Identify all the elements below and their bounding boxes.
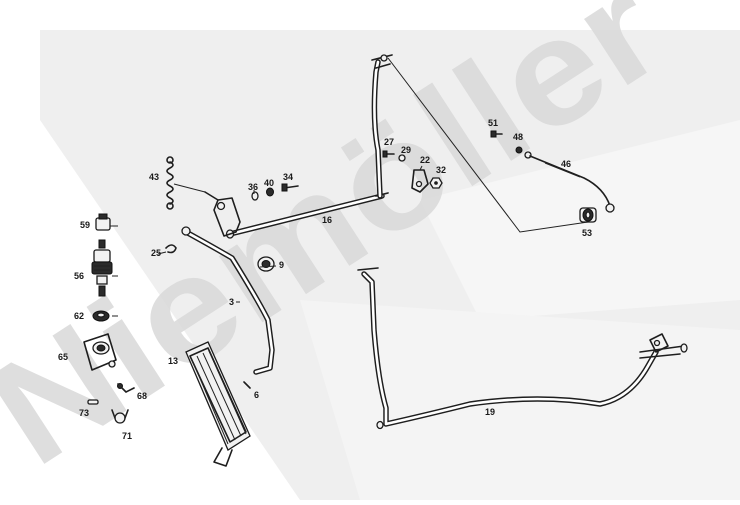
- label-68: 68: [137, 391, 147, 401]
- label-62: 62: [74, 311, 84, 321]
- part-73-pin: [87, 399, 99, 405]
- label-6: 6: [254, 390, 259, 400]
- label-16: 16: [322, 215, 332, 225]
- part-62-nut: [92, 310, 110, 322]
- part-46-adjust-rod: [529, 155, 615, 213]
- part-13-pedal-pad: [185, 341, 251, 467]
- part-22-bracket: [411, 169, 429, 193]
- label-59: 59: [80, 220, 90, 230]
- label-53: 53: [582, 228, 592, 238]
- part-6-pin: [243, 381, 251, 389]
- part-32-nut: [429, 177, 443, 189]
- label-32: 32: [436, 165, 446, 175]
- part-43-spring: [166, 156, 206, 210]
- label-34: 34: [283, 172, 293, 182]
- part-27-bolt: [382, 150, 395, 158]
- label-56: 56: [74, 271, 84, 281]
- leader-lines: [110, 165, 423, 317]
- label-71: 71: [122, 431, 132, 441]
- part-16-upper-lever: [371, 54, 393, 199]
- part-48-ball-joint: [515, 146, 532, 159]
- label-43: 43: [149, 172, 159, 182]
- part-3-pedal-lever: [181, 226, 275, 375]
- label-40: 40: [264, 178, 274, 188]
- label-3: 3: [229, 297, 234, 307]
- part-29-washer: [398, 154, 406, 162]
- cross-shaft-bracket: [204, 191, 241, 237]
- label-27: 27: [384, 137, 394, 147]
- part-53-bushing: [579, 207, 597, 223]
- part-68-clip: [117, 383, 135, 393]
- label-22: 22: [420, 155, 430, 165]
- label-25: 25: [151, 248, 161, 258]
- label-13: 13: [168, 356, 178, 366]
- label-51: 51: [488, 118, 498, 128]
- part-34-bolt: [281, 183, 299, 192]
- label-46: 46: [561, 159, 571, 169]
- leader-line-46: [387, 57, 589, 233]
- part-19-linkage-rod: [357, 267, 688, 430]
- part-56-kickdown-switch: [91, 239, 113, 297]
- label-73: 73: [79, 408, 89, 418]
- part-36-washer: [251, 191, 259, 201]
- background-shading: [40, 30, 740, 500]
- part-40-nut: [266, 187, 274, 197]
- label-65: 65: [58, 352, 68, 362]
- part-59-switch-cap: [95, 213, 111, 231]
- part-9-grommet: [257, 256, 275, 272]
- label-29: 29: [401, 145, 411, 155]
- part-65-bracket: [83, 333, 117, 371]
- part-71-spring-clip: [111, 409, 129, 424]
- label-36: 36: [248, 182, 258, 192]
- label-19: 19: [485, 407, 495, 417]
- part-labels: 3 6 9 13 16 19 22 25 27 29 32 34 36 40 4…: [58, 118, 592, 441]
- label-9: 9: [279, 260, 284, 270]
- part-25-clip: [165, 244, 177, 254]
- part-51-bolt: [490, 130, 503, 138]
- label-48: 48: [513, 132, 523, 142]
